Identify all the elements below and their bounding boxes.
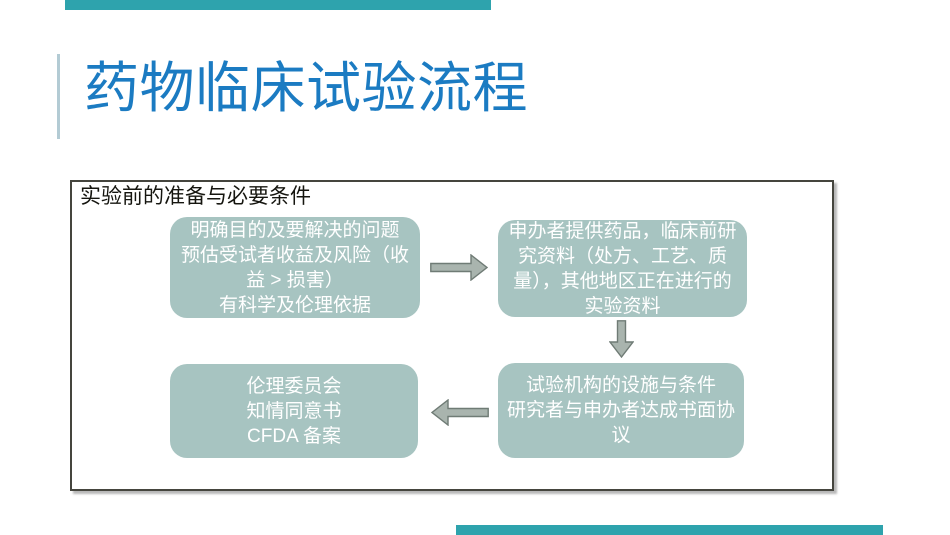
flow-node-ethics-filing: 伦理委员会 知情同意书 CFDA 备案 [170, 364, 418, 458]
title-accent-line [57, 54, 60, 139]
flow-node-text: 明确目的及要解决的问题 预估受试者收益及风险（收 益 > 损害） 有科学及伦理依… [180, 219, 409, 316]
section-label: 实验前的准备与必要条件 [80, 185, 311, 208]
flow-node-text: 申办者提供药品，临床前研 究资料（处方、工艺、质 量），其他地区正在进行的 实验… [508, 220, 737, 317]
slide-title: 药物临床试验流程 [84, 57, 529, 119]
flow-node-text: 伦理委员会 知情同意书 CFDA 备案 [246, 375, 342, 447]
flow-node-sponsor-materials: 申办者提供药品，临床前研 究资料（处方、工艺、质 量），其他地区正在进行的 实验… [498, 220, 747, 317]
flow-node-institution-agreement: 试验机构的设施与条件 研究者与申办者达成书面协 议 [498, 363, 744, 458]
arrow-left-icon [431, 399, 489, 426]
top-decorative-bar [65, 0, 491, 10]
bottom-decorative-bar [456, 525, 883, 535]
arrow-right-icon [430, 254, 488, 281]
arrow-down-icon [609, 320, 634, 358]
flow-node-text: 试验机构的设施与条件 研究者与申办者达成书面协 议 [506, 375, 735, 446]
flow-node-goals: 明确目的及要解决的问题 预估受试者收益及风险（收 益 > 损害） 有科学及伦理依… [170, 217, 420, 318]
